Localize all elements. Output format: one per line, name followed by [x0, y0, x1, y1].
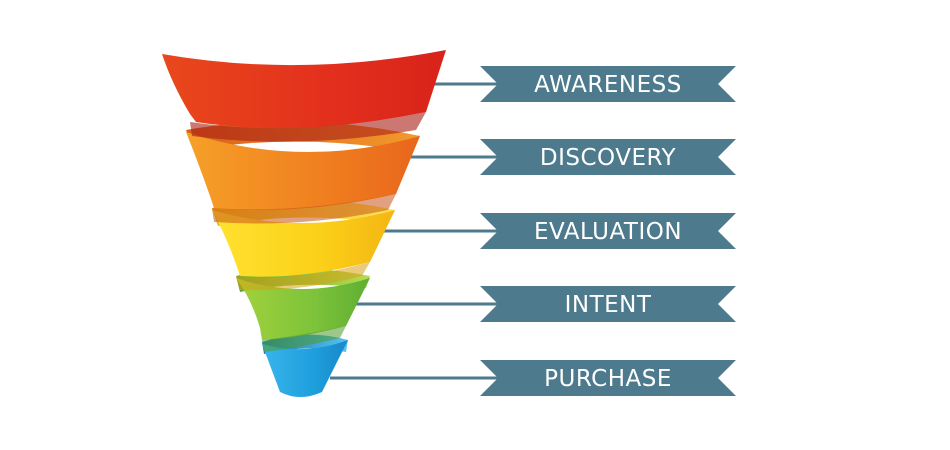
banner-purchase: PURCHASE	[480, 360, 736, 396]
banner-awareness: AWARENESS	[480, 66, 736, 102]
banner-label-discovery: DISCOVERY	[540, 145, 677, 171]
banner-label-evaluation: EVALUATION	[534, 219, 682, 245]
funnel-layers	[162, 50, 446, 397]
banner-label-intent: INTENT	[565, 292, 652, 318]
banner-evaluation: EVALUATION	[480, 213, 736, 249]
stage-banners: AWARENESS DISCOVERY EVALUATION INTENT PU…	[480, 66, 736, 396]
banner-intent: INTENT	[480, 286, 736, 322]
banner-discovery: DISCOVERY	[480, 139, 736, 175]
banner-label-awareness: AWARENESS	[534, 72, 682, 98]
funnel-layer-awareness	[162, 50, 446, 142]
banner-label-purchase: PURCHASE	[544, 366, 672, 392]
connector-lines	[330, 82, 500, 380]
